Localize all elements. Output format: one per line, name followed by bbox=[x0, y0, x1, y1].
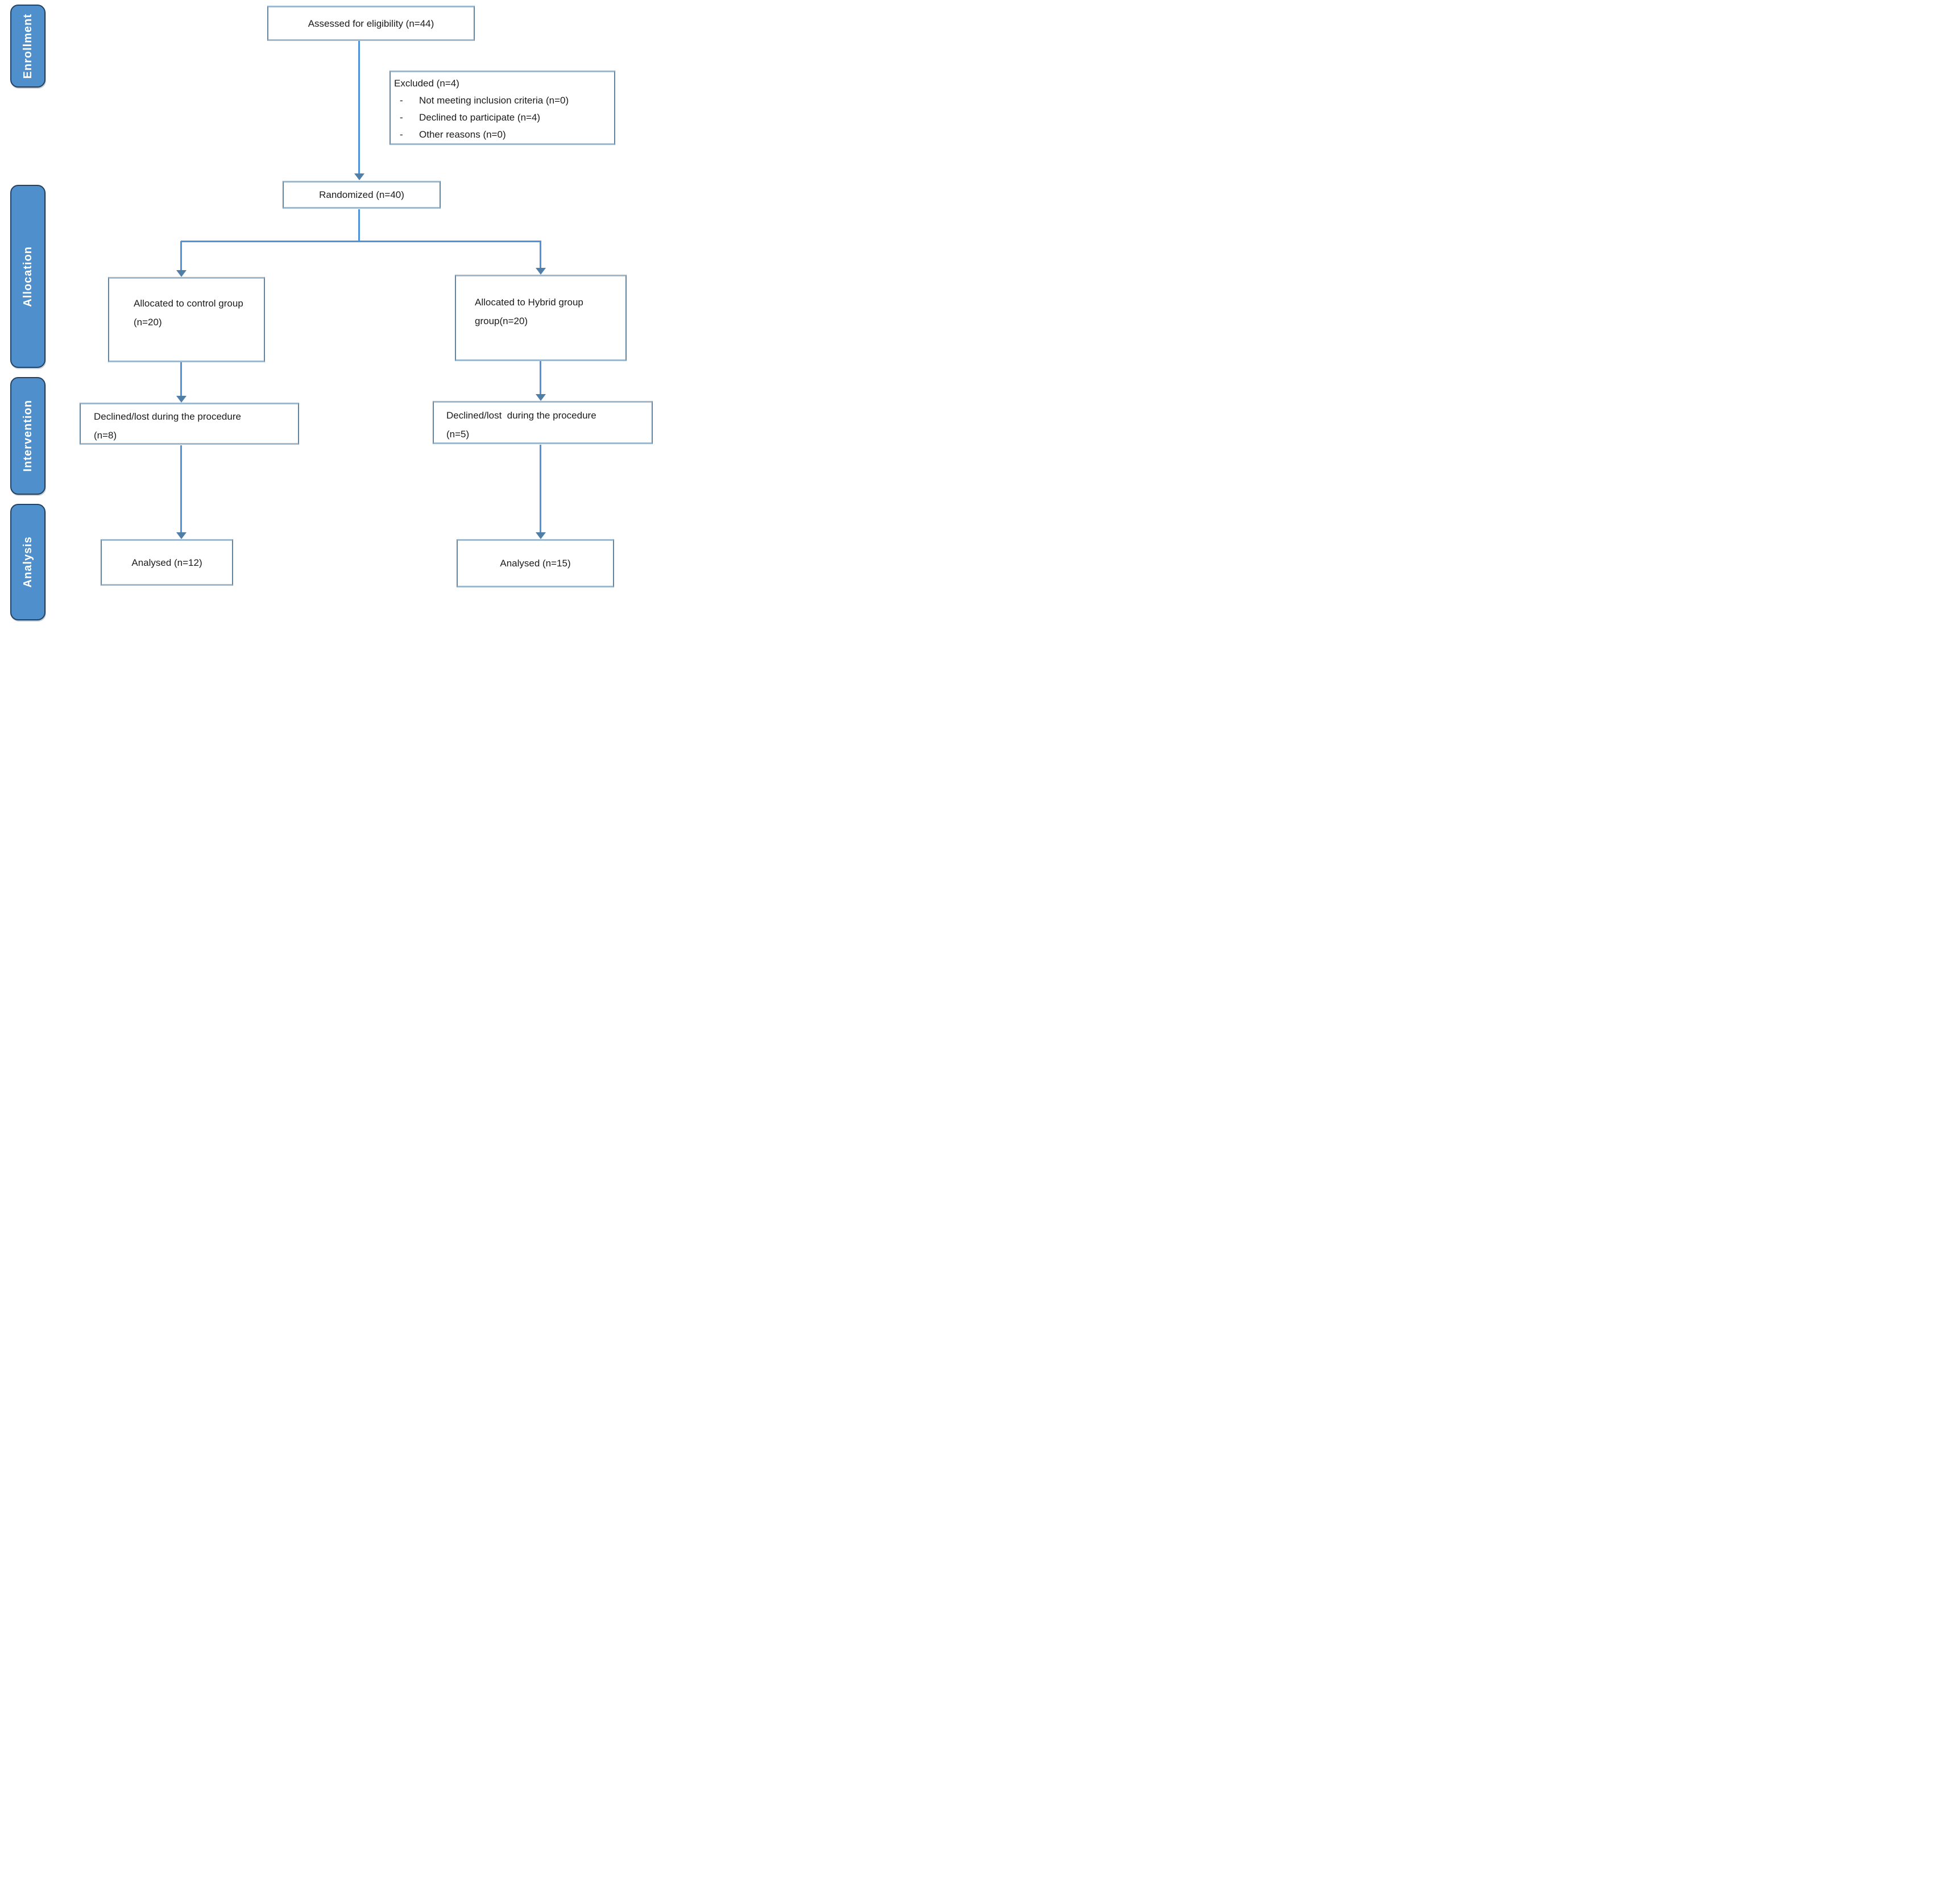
allocated-hybrid-line1: Allocated to Hybrid group bbox=[475, 297, 583, 308]
stage-label-allocation-text: Allocation bbox=[21, 246, 34, 307]
node-allocated-control: Allocated to control group (n=20) bbox=[108, 277, 265, 362]
node-analysed-hybrid-text: Analysed (n=15) bbox=[500, 558, 571, 569]
node-excluded: Excluded (n=4) - Not meeting inclusion c… bbox=[389, 71, 615, 145]
bullet-dash: - bbox=[400, 95, 403, 106]
excluded-title: Excluded (n=4) bbox=[394, 78, 459, 89]
connector-randomized-stub bbox=[358, 209, 360, 241]
bullet-dash: - bbox=[400, 129, 403, 140]
node-allocated-hybrid: Allocated to Hybrid group group(n=20) bbox=[455, 275, 627, 361]
excluded-item-text: Declined to participate (n=4) bbox=[419, 112, 541, 123]
arrow-branch-to-control-allocation bbox=[180, 241, 182, 271]
stage-label-enrollment: Enrollment bbox=[10, 5, 45, 88]
excluded-item: - Other reasons (n=0) bbox=[391, 126, 614, 143]
node-lost-hybrid: Declined/lost during the procedure (n=5) bbox=[433, 401, 653, 444]
stage-label-analysis: Analysis bbox=[10, 504, 45, 620]
allocated-control-line1: Allocated to control group bbox=[134, 298, 243, 309]
stage-label-intervention-text: Intervention bbox=[21, 400, 34, 472]
lost-control-line1: Declined/lost during the procedure bbox=[94, 411, 241, 422]
node-assessed-text: Assessed for eligibility (n=44) bbox=[308, 18, 434, 29]
arrow-branch-to-hybrid-allocation bbox=[540, 241, 541, 268]
excluded-item: - Declined to participate (n=4) bbox=[391, 109, 614, 126]
arrow-control-allocation-to-lost bbox=[180, 362, 182, 396]
stage-label-enrollment-text: Enrollment bbox=[21, 13, 34, 79]
node-analysed-hybrid: Analysed (n=15) bbox=[457, 539, 614, 587]
excluded-item: - Not meeting inclusion criteria (n=0) bbox=[391, 92, 614, 109]
node-lost-control: Declined/lost during the procedure (n=8) bbox=[80, 403, 299, 445]
consort-flow-diagram: Enrollment Allocation Intervention Analy… bbox=[0, 0, 653, 630]
stage-label-allocation: Allocation bbox=[10, 185, 45, 368]
lost-hybrid-line1: Declined/lost during the procedure bbox=[446, 410, 596, 421]
arrow-hybrid-allocation-to-lost bbox=[540, 361, 541, 395]
node-randomized-text: Randomized (n=40) bbox=[319, 189, 404, 200]
excluded-item-text: Other reasons (n=0) bbox=[419, 129, 506, 140]
arrow-control-lost-to-analysed bbox=[180, 445, 182, 533]
excluded-item-text: Not meeting inclusion criteria (n=0) bbox=[419, 95, 569, 106]
node-assessed-for-eligibility: Assessed for eligibility (n=44) bbox=[267, 6, 475, 41]
connector-branch-horizontal bbox=[181, 241, 541, 242]
arrow-assessed-to-randomized bbox=[358, 41, 360, 174]
allocated-hybrid-line2: group(n=20) bbox=[475, 316, 528, 326]
arrow-hybrid-lost-to-analysed bbox=[540, 445, 541, 533]
stage-label-analysis-text: Analysis bbox=[21, 536, 34, 588]
node-randomized: Randomized (n=40) bbox=[283, 181, 441, 209]
lost-hybrid-line2: (n=5) bbox=[446, 429, 470, 440]
node-analysed-control: Analysed (n=12) bbox=[101, 539, 233, 586]
allocated-control-line2: (n=20) bbox=[134, 317, 162, 328]
bullet-dash: - bbox=[400, 112, 403, 123]
lost-control-line2: (n=8) bbox=[94, 430, 117, 441]
node-analysed-control-text: Analysed (n=12) bbox=[131, 557, 202, 568]
stage-label-intervention: Intervention bbox=[10, 377, 45, 495]
